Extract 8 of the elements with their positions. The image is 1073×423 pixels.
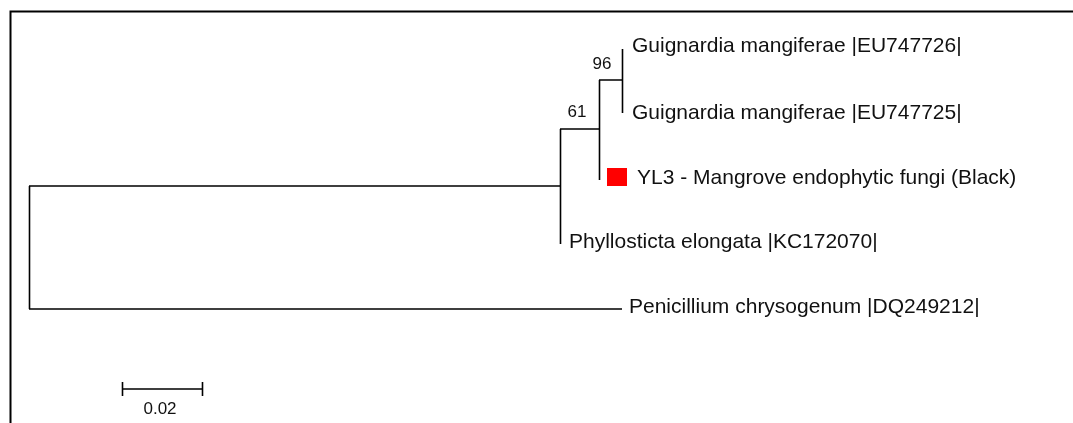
taxon-label: Guignardia mangiferae |EU747726| [632, 34, 962, 55]
bootstrap-value: 96 [592, 55, 612, 72]
bootstrap-value: 61 [567, 103, 587, 120]
taxon-label: YL3 - Mangrove endophytic fungi (Black) [637, 166, 1017, 187]
taxon-label: Phyllosticta elongata |KC172070| [569, 230, 878, 251]
scale-value: 0.02 [143, 400, 177, 417]
taxon-label: Penicillium chrysogenum |DQ249212| [629, 295, 980, 316]
taxon-label: Guignardia mangiferae |EU747725| [632, 101, 962, 122]
